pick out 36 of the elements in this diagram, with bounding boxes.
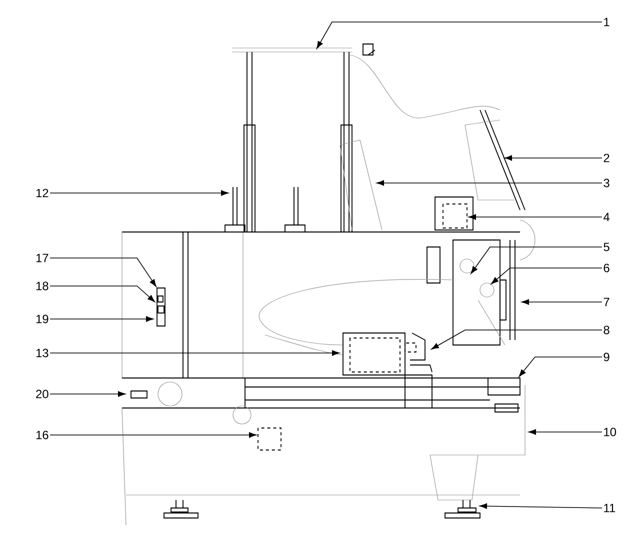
callout-number: 17 [36, 254, 48, 262]
callout-number: 12 [36, 188, 48, 198]
callout-number: 4 [603, 212, 610, 222]
leader-line [50, 391, 126, 397]
leader-line [50, 316, 154, 322]
leader-line [50, 432, 257, 438]
callout-number: 2 [604, 154, 610, 162]
leader-line [491, 268, 602, 284]
leader-line [50, 190, 229, 196]
leader-line [468, 214, 602, 220]
leader-line [518, 356, 602, 377]
callout-number: 10 [604, 428, 616, 436]
callout-number: 19 [36, 314, 48, 324]
callout-number: 8 [604, 326, 610, 334]
callout-number: 7 [604, 298, 610, 306]
callout-number: 5 [604, 242, 610, 252]
callout-number: 3 [604, 178, 610, 188]
leader-line [376, 180, 602, 186]
callout-number: 1 [604, 18, 610, 26]
leader-line [50, 350, 340, 356]
leader-line [504, 155, 602, 161]
callout-number: 11 [604, 504, 616, 512]
callout-number: 6 [604, 264, 610, 272]
callout-number: 20 [36, 390, 48, 398]
leader-line [521, 299, 602, 305]
leader-line [528, 429, 602, 435]
leader-line [316, 22, 602, 49]
leader-line [470, 246, 602, 274]
callout-number: 9 [604, 352, 610, 362]
leader-line [479, 503, 602, 509]
leader-line [431, 330, 602, 350]
callout-number: 16 [36, 430, 48, 440]
callout-number: 18 [36, 282, 48, 290]
callout-number: 13 [36, 348, 48, 358]
leader-line [50, 258, 156, 287]
leader-line [50, 286, 156, 302]
